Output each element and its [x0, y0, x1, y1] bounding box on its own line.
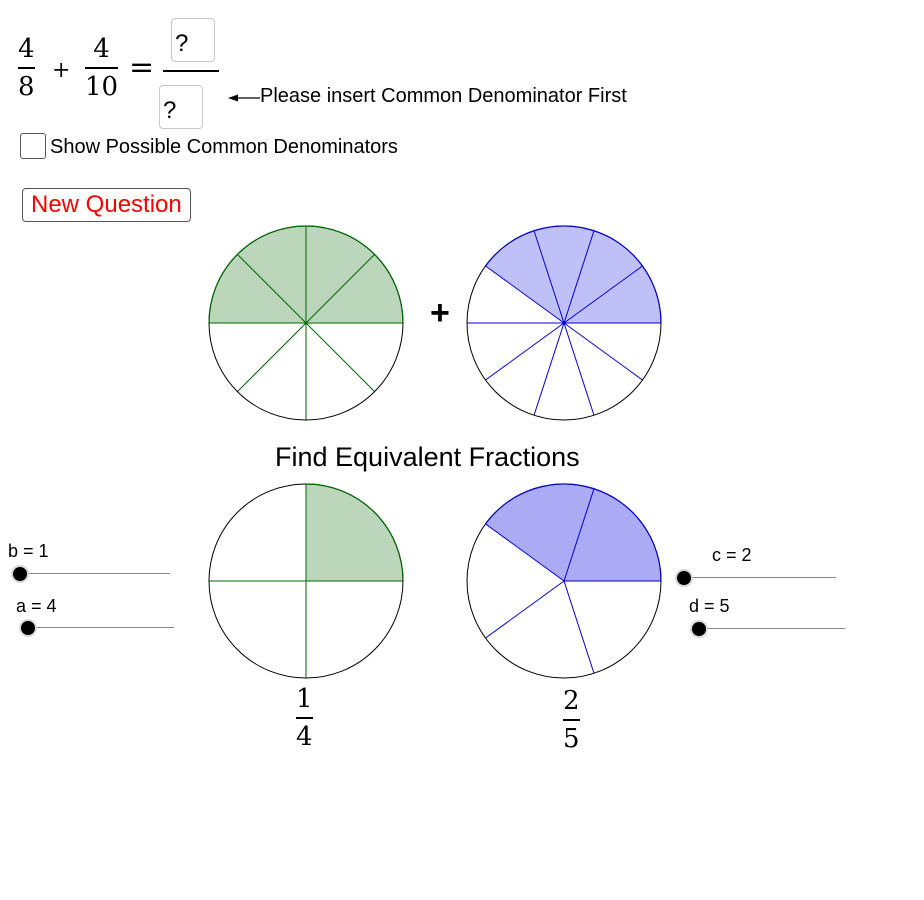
pie-chart-tenths	[466, 225, 662, 421]
plus-sign: +	[430, 294, 450, 332]
slider-b-label: b = 1	[8, 541, 49, 561]
pie-fifths-divider	[563, 488, 595, 582]
fraction2-bar	[85, 67, 119, 69]
equivalent-fraction-right: 2 5	[563, 688, 580, 752]
pie-tenths-divider	[563, 265, 643, 324]
pie-eighths-shaded-slice	[237, 226, 306, 323]
fraction-4-over-10: 4 10	[85, 34, 119, 102]
show-common-denominators-checkbox[interactable]	[20, 133, 46, 159]
slider-a[interactable]	[18, 613, 176, 643]
pie-fifths-divider	[485, 580, 565, 639]
equivalent-right-bar	[563, 719, 580, 721]
pie-tenths-shaded-slice	[485, 230, 564, 323]
pie-tenths-divider	[533, 322, 565, 416]
pie-tenths-shaded-slice	[534, 226, 594, 323]
pie-tenths-shaded-arc	[485, 225, 662, 324]
slider-b[interactable]	[10, 559, 172, 589]
section-title: Find Equivalent Fractions	[275, 442, 580, 472]
fraction2-denominator: 10	[85, 71, 119, 102]
fraction1-denominator: 8	[18, 71, 35, 102]
pie-tenths-divider	[485, 322, 565, 381]
slider-d-track	[699, 628, 845, 629]
pie-tenths-shaded-slice	[564, 230, 643, 323]
equivalent-left-numerator: 1	[296, 684, 313, 714]
slider-a-knob[interactable]	[21, 621, 35, 635]
equivalent-left-bar	[296, 717, 313, 719]
pie-eighths-shaded-slice	[306, 254, 403, 323]
answer-denominator-input[interactable]	[159, 85, 203, 129]
pie-eighths-divider	[237, 254, 307, 324]
slider-d-label: d = 5	[689, 596, 730, 616]
pie-fifths-divider	[485, 523, 565, 582]
fraction1-bar	[18, 67, 35, 69]
new-question-button[interactable]: New Question	[22, 188, 191, 222]
equals-sign: =	[129, 50, 155, 85]
pie-eighths-divider	[305, 322, 375, 392]
show-common-denominators-label: Show Possible Common Denominators	[50, 136, 398, 158]
slider-b-knob[interactable]	[13, 567, 27, 581]
fraction2-numerator: 4	[93, 34, 110, 64]
slider-d-knob[interactable]	[692, 622, 706, 636]
equivalent-right-numerator: 2	[563, 686, 580, 716]
pie-chart-quarters	[208, 483, 404, 679]
slider-d[interactable]	[691, 614, 847, 644]
pie-eighths-divider	[237, 322, 307, 392]
answer-numerator-input[interactable]	[171, 18, 215, 62]
slider-a-track	[28, 627, 174, 628]
plus-operator: +	[52, 58, 71, 83]
pie-tenths-shaded-slice	[564, 265, 661, 323]
fraction1-numerator: 4	[18, 34, 35, 64]
answer-fraction-line	[163, 70, 219, 72]
hint-text: Please insert Common Denominator First	[260, 85, 627, 107]
pie-chart-fifths	[466, 483, 662, 679]
fraction-4-over-8: 4 8	[18, 36, 35, 100]
pie-fifths-shaded-slice	[564, 488, 661, 581]
pie-eighths-shaded-slice	[209, 254, 306, 323]
equivalent-fraction-left: 1 4	[296, 686, 313, 750]
pie-fifths-shaded-arc	[485, 483, 662, 582]
arrow-left-icon	[228, 94, 260, 102]
slider-c-label: c = 2	[712, 545, 752, 565]
slider-c-knob[interactable]	[677, 571, 691, 585]
pie-eighths-divider	[305, 254, 375, 324]
pie-fifths-shaded-slice	[485, 484, 594, 581]
slider-c-track	[684, 577, 836, 578]
pie-tenths-divider	[485, 265, 565, 324]
pie-quarters-shaded-arc	[305, 483, 404, 582]
pie-quarters-shaded-slice	[306, 484, 403, 581]
pie-tenths-divider	[563, 230, 595, 324]
pie-tenths-divider	[563, 322, 643, 381]
pie-chart-eighths	[208, 225, 404, 421]
slider-a-label: a = 4	[16, 596, 57, 616]
equivalent-right-denominator: 5	[563, 723, 580, 754]
pie-eighths-shaded-slice	[306, 226, 375, 323]
slider-c[interactable]	[677, 563, 838, 593]
pie-tenths-divider	[533, 230, 565, 324]
pie-eighths-shaded-arc	[208, 225, 404, 324]
pie-tenths-divider	[563, 322, 595, 416]
equivalent-left-denominator: 4	[296, 721, 313, 752]
pie-fifths-divider	[563, 580, 595, 674]
slider-b-track	[20, 573, 170, 574]
